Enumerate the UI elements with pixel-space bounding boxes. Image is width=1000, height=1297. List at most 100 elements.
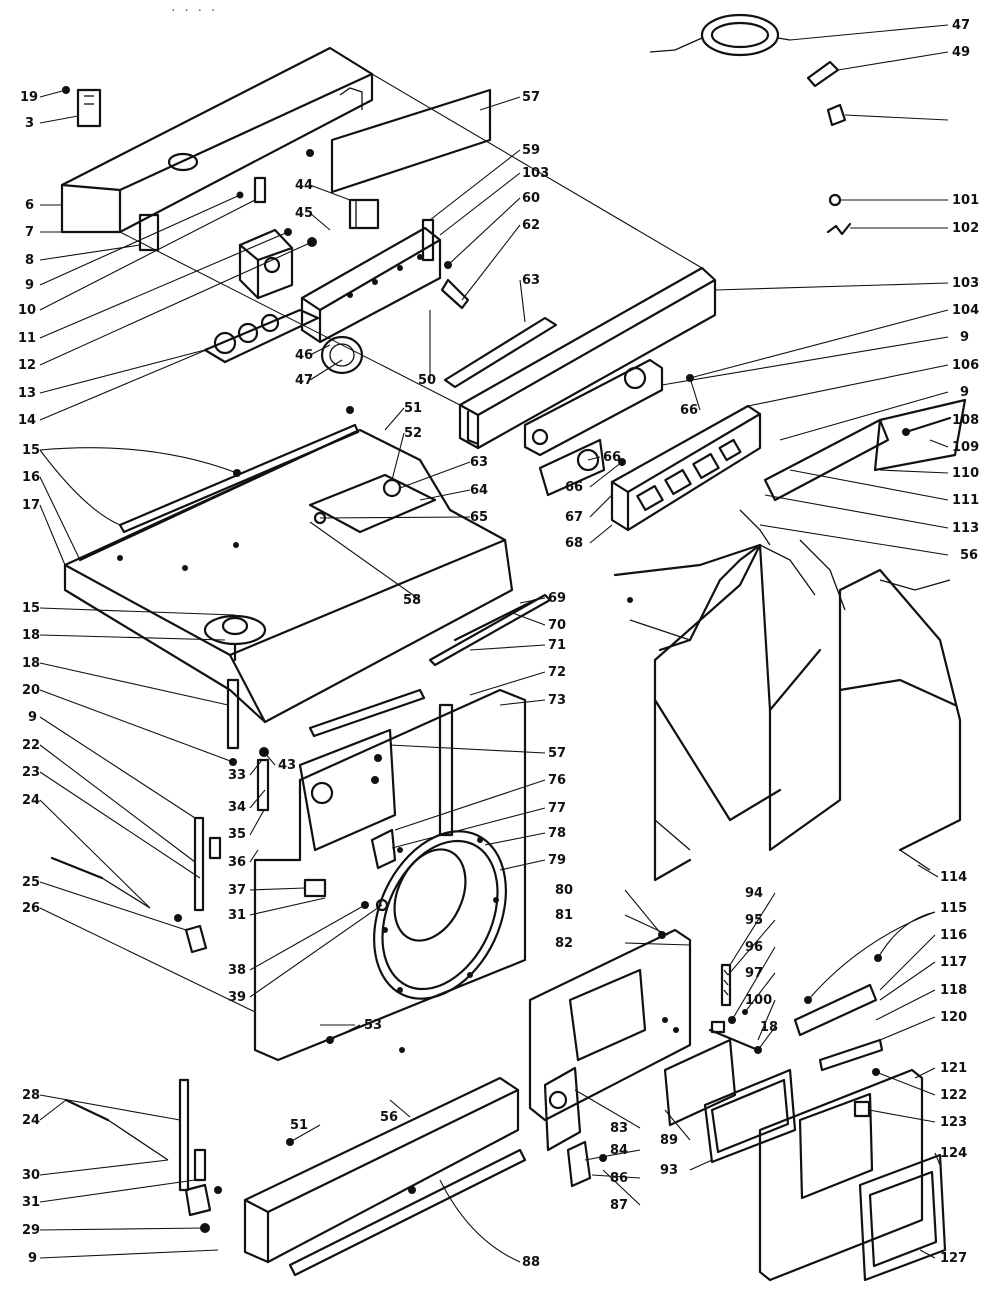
callout: 38 bbox=[228, 963, 246, 978]
callout: 7 bbox=[25, 225, 34, 240]
callout: 82 bbox=[555, 936, 573, 951]
callout: 9 bbox=[25, 278, 34, 293]
callout: 22 bbox=[22, 738, 40, 753]
callout: 59 bbox=[522, 143, 540, 158]
top-cover bbox=[63, 428, 514, 724]
callout: 110 bbox=[952, 466, 979, 481]
callout: 78 bbox=[548, 826, 566, 841]
callout: 46 bbox=[295, 348, 313, 363]
callout: 11 bbox=[18, 331, 36, 346]
callout: 83 bbox=[610, 1121, 628, 1136]
callout: 9 bbox=[960, 330, 969, 345]
callout: 88 bbox=[522, 1255, 540, 1270]
wiring-harness bbox=[613, 509, 962, 882]
callout: 45 bbox=[295, 206, 313, 221]
clip-part bbox=[826, 103, 847, 127]
callout: 76 bbox=[548, 773, 566, 788]
callout: 106 bbox=[952, 358, 979, 373]
wire-clip bbox=[826, 222, 852, 236]
callout: 86 bbox=[610, 1171, 628, 1186]
callout: 84 bbox=[610, 1143, 628, 1158]
callout: 9 bbox=[28, 1251, 37, 1266]
callout: 18 bbox=[760, 1020, 778, 1035]
callout: 97 bbox=[745, 966, 763, 981]
callout: 15 bbox=[22, 601, 40, 616]
callout: 20 bbox=[22, 683, 40, 698]
callout: 95 bbox=[745, 913, 763, 928]
disc-part bbox=[320, 335, 364, 375]
callout: 57 bbox=[548, 746, 566, 761]
callout: 68 bbox=[565, 536, 583, 551]
callout: 52 bbox=[404, 426, 422, 441]
spindle-rod bbox=[443, 316, 558, 389]
callout: 118 bbox=[940, 983, 967, 998]
callout: 109 bbox=[952, 440, 979, 455]
callout: 93 bbox=[660, 1163, 678, 1178]
callout: 58 bbox=[403, 593, 421, 608]
callout: 73 bbox=[548, 693, 566, 708]
callout: 51 bbox=[290, 1118, 308, 1133]
callout: 79 bbox=[548, 853, 566, 868]
callout: 71 bbox=[548, 638, 566, 653]
callout: 65 bbox=[470, 510, 488, 525]
leader-lines bbox=[39, 24, 949, 1263]
callout-labels: 19 3 6 7 8 9 10 11 12 13 14 15 16 17 15 … bbox=[18, 18, 979, 1270]
callout: 47 bbox=[952, 18, 970, 33]
left-hinge bbox=[50, 816, 222, 954]
callout: 49 bbox=[952, 45, 970, 60]
front-control-panel bbox=[610, 404, 762, 532]
callout: 70 bbox=[548, 618, 566, 633]
callout: 121 bbox=[940, 1061, 967, 1076]
callout: 23 bbox=[22, 765, 40, 780]
callout: 31 bbox=[22, 1195, 40, 1210]
callout: 72 bbox=[548, 665, 566, 680]
callout: 9 bbox=[960, 385, 969, 400]
callout: 60 bbox=[522, 191, 540, 206]
front-panel bbox=[253, 688, 527, 1062]
fill-funnel bbox=[203, 614, 267, 662]
callout: 102 bbox=[952, 221, 979, 236]
callout: 18 bbox=[22, 656, 40, 671]
callout: 108 bbox=[952, 413, 979, 428]
front-trim-strips bbox=[308, 593, 552, 738]
callout: 36 bbox=[228, 855, 246, 870]
callout: 100 bbox=[745, 993, 772, 1008]
callout: 115 bbox=[940, 901, 967, 916]
callout: 24 bbox=[22, 1113, 40, 1128]
callout: 47 bbox=[295, 373, 313, 388]
lid-bracket bbox=[308, 473, 437, 534]
callout: 62 bbox=[522, 218, 540, 233]
callout: 124 bbox=[940, 1146, 967, 1161]
callout: 94 bbox=[745, 886, 763, 901]
callout: 127 bbox=[940, 1251, 967, 1266]
callout: 111 bbox=[952, 493, 979, 508]
callout: 37 bbox=[228, 883, 246, 898]
callout: 80 bbox=[555, 883, 573, 898]
callout: 66 bbox=[565, 480, 583, 495]
callout: 17 bbox=[22, 498, 40, 513]
callout: 117 bbox=[940, 955, 967, 970]
callout: 8 bbox=[25, 253, 34, 268]
callout: 30 bbox=[22, 1168, 40, 1183]
callout: 14 bbox=[18, 413, 36, 428]
callout: 122 bbox=[940, 1088, 967, 1103]
callout: 63 bbox=[522, 273, 540, 288]
timer-motor bbox=[238, 228, 294, 300]
dial-plate bbox=[763, 398, 967, 502]
callout: 101 bbox=[952, 193, 979, 208]
callout: 29 bbox=[22, 1223, 40, 1238]
callout: 66 bbox=[603, 450, 621, 465]
relay-block bbox=[348, 198, 380, 230]
callout: 34 bbox=[228, 800, 246, 815]
callout: 16 bbox=[22, 470, 40, 485]
callout: 81 bbox=[555, 908, 573, 923]
left-bottom-hinge bbox=[64, 1078, 222, 1233]
callout: 50 bbox=[418, 373, 436, 388]
window-insert bbox=[330, 88, 492, 194]
callout: 6 bbox=[25, 198, 34, 213]
callout: 15 bbox=[22, 443, 40, 458]
callout: 24 bbox=[22, 793, 40, 808]
callout: 12 bbox=[18, 358, 36, 373]
callout: 33 bbox=[228, 768, 246, 783]
door-latch-parts bbox=[543, 1066, 607, 1188]
